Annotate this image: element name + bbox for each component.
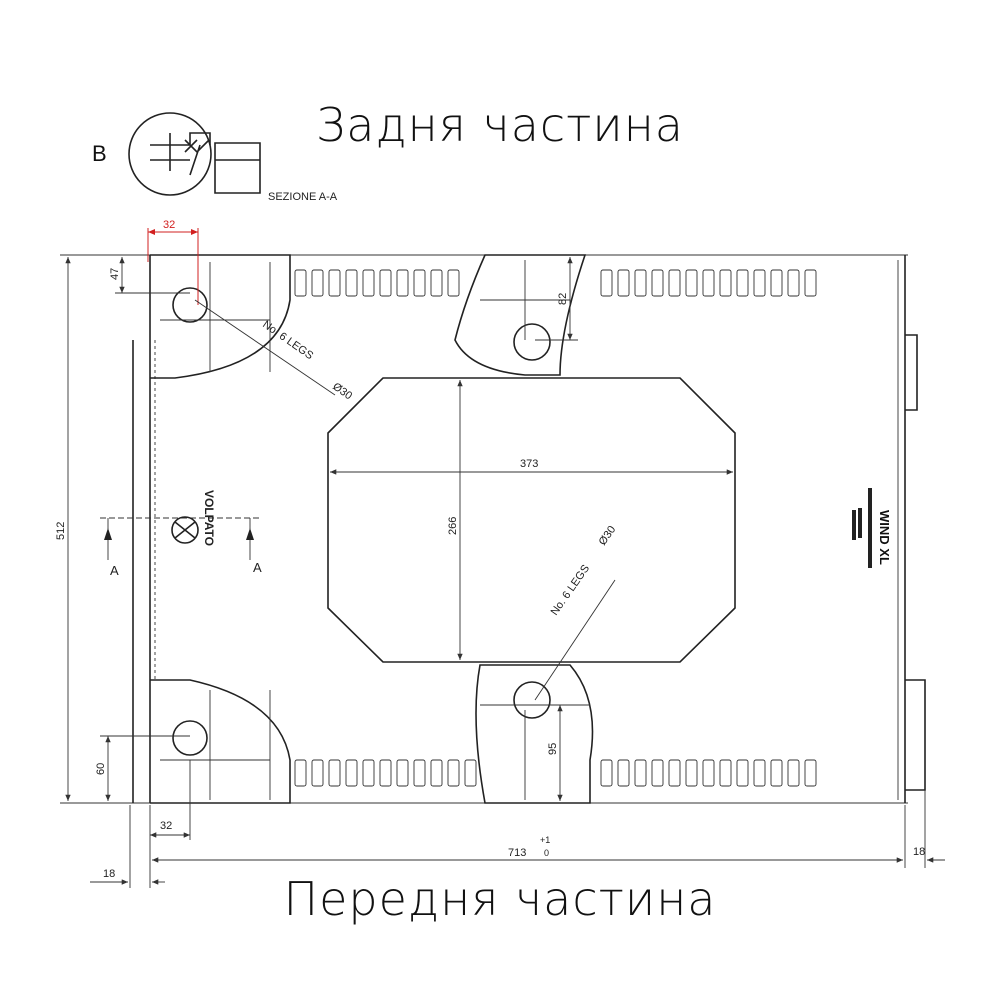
section-label: SEZIONE A-A [268,191,338,203]
detail-circle [128,112,212,196]
vent-slot [753,269,766,297]
vent-slot [396,759,409,787]
vent-slot [430,759,443,787]
vent-slot [770,759,783,787]
vent-slot [736,759,749,787]
dim-60: 60 [95,763,107,775]
leg-circle [513,323,551,361]
vent-slot [685,759,698,787]
vent-slots [294,269,817,787]
cutout-bottom-center [475,664,594,804]
dim-32-bottom: 32 [160,820,172,832]
vent-slot [617,269,630,297]
section-a-left: A [110,563,119,578]
legs-note-2-dia: Ø30 [597,524,619,548]
vent-slot [634,269,647,297]
vent-slot [328,269,341,297]
vent-slot [634,759,647,787]
vent-slot [685,269,698,297]
vent-slot [787,759,800,787]
vent-slot [379,759,392,787]
detail-label: B [92,141,107,166]
right-tabs [905,334,926,791]
title-front: Передня частина [283,872,717,926]
vent-slot [447,269,460,297]
dim-266: 266 [447,517,459,535]
vent-slot [787,269,800,297]
vent-slot [736,269,749,297]
detail-b: B SEZIONE A-A [92,112,338,203]
dim-512: 512 [55,522,67,540]
vent-slot [617,759,630,787]
cutout-top-left [150,254,291,379]
detail-profile [150,132,261,194]
logo-text: VOLPATO [202,490,216,546]
vent-slot [753,759,766,787]
legs-notes: No. 6 LEGS Ø30 No. 6 LEGS Ø30 [194,299,619,701]
cutout-top-center [454,254,587,376]
vent-slot [413,759,426,787]
dim-18-left: 18 [103,868,115,880]
logo-mark-icon [171,516,199,544]
vent-slot [651,759,664,787]
vent-slot [362,269,375,297]
leg-circle [172,720,208,756]
vent-slot [770,269,783,297]
vent-slot [804,759,817,787]
vent-slot [702,759,715,787]
dim-95: 95 [547,743,559,755]
vent-slot [719,269,732,297]
dim-373: 373 [520,458,538,470]
vent-slot [294,759,307,787]
dim-32-top: 32 [163,219,175,231]
vent-slot [702,269,715,297]
tol-plus: +1 [540,835,550,845]
legs-note-1-dia: Ø30 [330,381,354,403]
vent-slot [311,759,324,787]
volpato-logo: VOLPATO [171,490,216,546]
vent-slot [345,759,358,787]
tol-minus: 0 [544,848,549,858]
product-label: WIND XL [852,488,892,568]
legs-note-1: No. 6 LEGS [260,319,315,363]
vent-slot [464,759,477,787]
vent-slot [396,269,409,297]
leg-cutouts [150,254,594,804]
vent-slot [668,759,681,787]
dim-18-right: 18 [913,846,925,858]
leg-circle [172,287,208,323]
section-a-right: A [253,560,262,575]
vent-slot [600,759,613,787]
dimensions: 32 47 82 512 373 266 60 95 32 71 [55,219,945,888]
title-back: Задня частина [316,98,684,152]
vent-slot [804,269,817,297]
dim-713: 713 [508,847,526,859]
vent-slot [651,269,664,297]
leg-circle [513,681,551,719]
vent-slot [311,269,324,297]
vent-slot [600,269,613,297]
product-name: WIND XL [877,510,892,565]
dim-47: 47 [109,268,121,280]
vent-slot [668,269,681,297]
vent-slot [430,269,443,297]
dim-82: 82 [557,293,569,305]
vent-slot [379,269,392,297]
vent-slot [447,759,460,787]
vent-slot [294,269,307,297]
vent-slot [413,269,426,297]
central-opening [327,377,736,663]
vent-slot [719,759,732,787]
vent-slot [328,759,341,787]
vent-slot [345,269,358,297]
vent-slot [362,759,375,787]
legs-note-2: No. 6 LEGS [549,563,593,618]
cutout-bottom-left [150,679,291,804]
